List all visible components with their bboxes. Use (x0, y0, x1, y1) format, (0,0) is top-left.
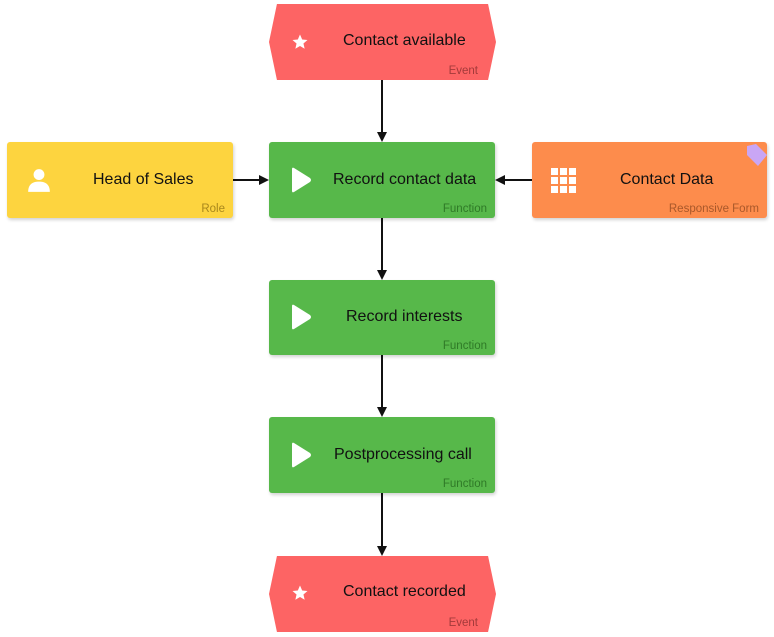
node-title: Record contact data (333, 171, 477, 188)
function-play-icon (292, 442, 311, 468)
grid-icon (551, 168, 576, 193)
node-type: Event (448, 617, 478, 629)
event-contact-available[interactable]: Contact available Event (269, 4, 496, 80)
node-type: Responsive Form (668, 203, 759, 215)
function-record-contact-data[interactable]: Record contact data Function (269, 142, 495, 218)
node-type: Event (448, 65, 478, 77)
function-postprocessing-call[interactable]: Postprocessing call Function (269, 417, 495, 493)
form-contact-data[interactable]: Contact Data Responsive Form (532, 142, 767, 218)
role-head-of-sales[interactable]: Head of Sales Role (7, 142, 233, 218)
node-title: Contact available (343, 32, 466, 49)
tag-icon (747, 144, 767, 166)
node-title: Contact Data (620, 171, 714, 188)
star-icon (292, 34, 308, 49)
node-type: Role (201, 203, 225, 215)
person-icon (28, 169, 50, 192)
node-type: Function (442, 478, 487, 490)
event-contact-recorded[interactable]: Contact recorded Event (269, 556, 496, 632)
node-type: Function (442, 340, 487, 352)
function-record-interests[interactable]: Record interests Function (269, 280, 495, 355)
node-title: Postprocessing call (334, 446, 472, 463)
node-title: Contact recorded (343, 583, 466, 600)
star-icon (292, 585, 308, 600)
node-title: Record interests (346, 308, 463, 325)
function-play-icon (292, 167, 311, 193)
function-play-icon (292, 304, 311, 330)
node-type: Function (442, 203, 487, 215)
node-title: Head of Sales (93, 171, 194, 188)
